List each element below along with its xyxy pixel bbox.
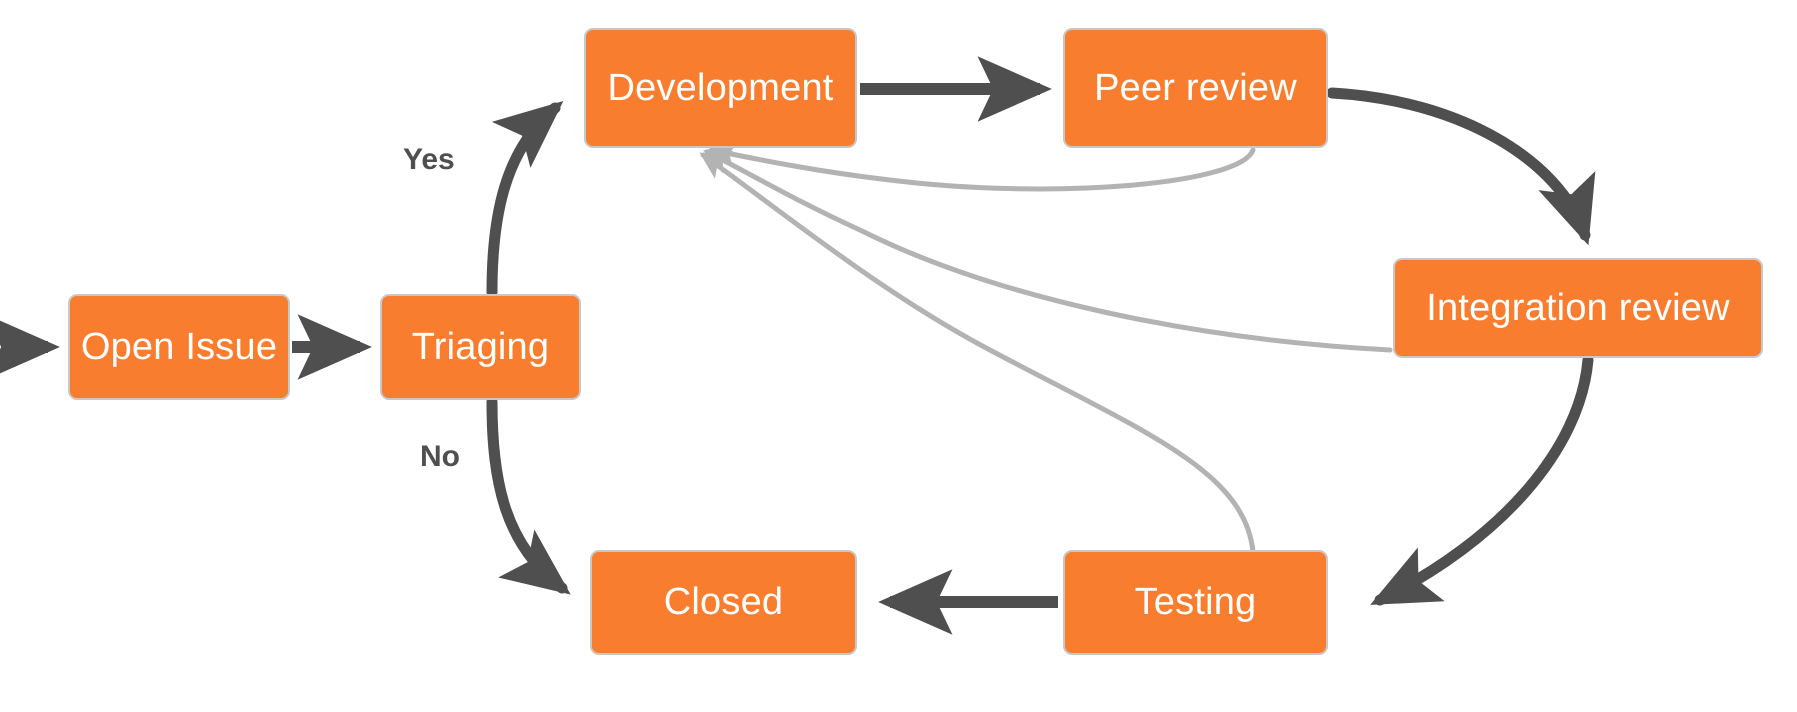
edge-integration-review-to-testing <box>1370 354 1594 606</box>
edge-triaging-to-closed <box>486 396 571 595</box>
edge-testing-to-development <box>699 152 1256 555</box>
node-peer-review[interactable]: Peer review <box>1063 28 1328 148</box>
edge-peer-review-to-integration-review <box>1326 87 1596 246</box>
node-testing-label: Testing <box>1134 581 1257 623</box>
node-development[interactable]: Development <box>584 28 857 148</box>
edge-label-yes: Yes <box>403 143 455 177</box>
node-open-issue-label: Open Issue <box>80 325 278 368</box>
node-closed-label: Closed <box>663 581 784 623</box>
node-triaging[interactable]: Triaging <box>380 294 581 400</box>
edge-label-no: No <box>420 440 460 474</box>
node-integration-review-label: Integration review <box>1426 286 1730 329</box>
node-testing[interactable]: Testing <box>1063 550 1328 655</box>
edge-integration-review-to-development <box>702 149 1393 353</box>
edge-triaging-to-development <box>486 100 564 298</box>
node-triaging-label: Triaging <box>411 325 550 368</box>
node-development-label: Development <box>607 66 834 109</box>
node-integration-review[interactable]: Integration review <box>1393 258 1763 358</box>
edge-label-no-text: No <box>420 440 460 473</box>
node-closed[interactable]: Closed <box>590 550 857 655</box>
node-open-issue[interactable]: Open Issue <box>68 294 290 400</box>
edge-peer-review-to-development <box>707 142 1256 192</box>
edge-label-yes-text: Yes <box>403 143 455 176</box>
node-peer-review-label: Peer review <box>1094 66 1297 109</box>
